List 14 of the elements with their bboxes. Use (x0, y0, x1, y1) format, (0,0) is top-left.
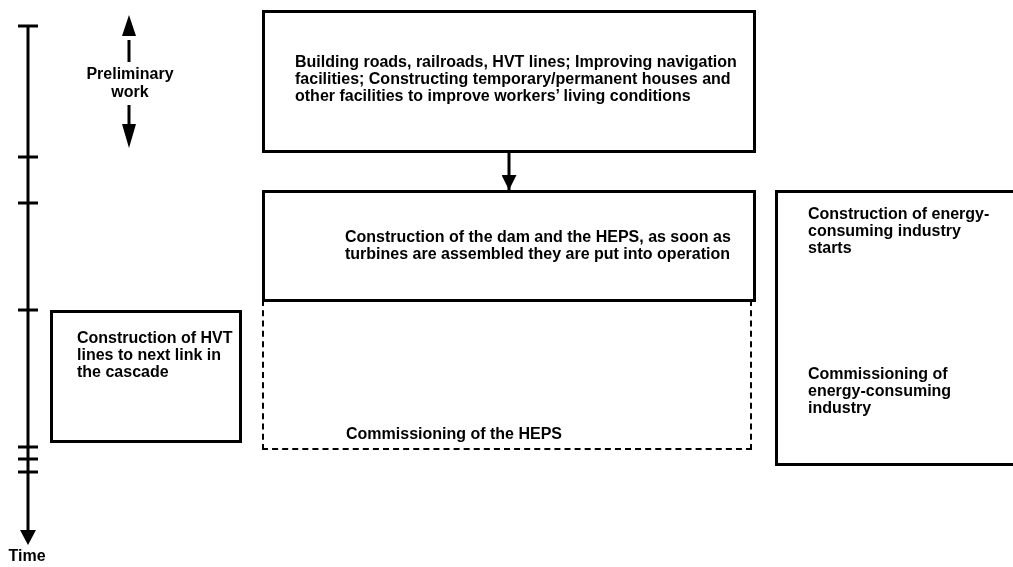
arrow (501, 153, 517, 190)
box-text: Building roads, railroads, HVT lines; Improving navigation facilities; Constructing temporary/permanent houses and other facilities to improve workers’ living conditions (295, 53, 738, 104)
box-text: Commissioning of energy-consuming industry (808, 365, 953, 416)
box-text: Commissioning of the HEPS (346, 425, 563, 442)
box-text: Construction of HVT lines to next link in the cascade (77, 329, 234, 380)
dashed-phase-box (262, 300, 752, 450)
phase-label: Preliminary work (85, 65, 175, 101)
box-text: Construction of energy-consuming industry starts (808, 205, 991, 256)
process-box (262, 10, 756, 153)
process-box (775, 190, 1013, 466)
process-box (262, 190, 756, 302)
box-text: Construction of the dam and the HEPS, as soon as turbines are assembled they are put into operation (345, 228, 732, 262)
axis-label: Time (7, 547, 47, 565)
process-box (50, 310, 242, 443)
